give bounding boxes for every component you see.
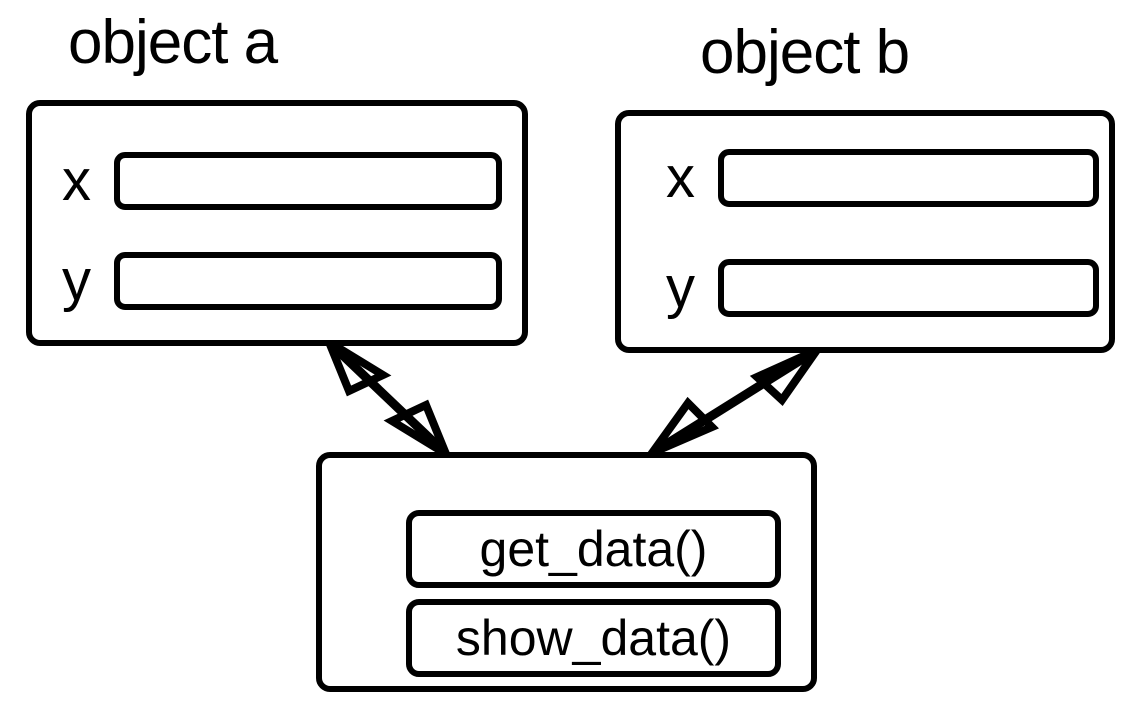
connector-object-a-to-methods	[320, 332, 455, 464]
object-a-field-y-label: y	[62, 248, 91, 313]
object-b-title: object b	[700, 18, 910, 87]
object-b-field-y-label: y	[666, 255, 695, 320]
methods-box[interactable]: get_data() show_data()	[316, 452, 817, 692]
object-b-field-y[interactable]: y	[666, 259, 1099, 317]
connector-object-b-to-methods	[640, 340, 829, 463]
method-show-data-button[interactable]: show_data()	[406, 599, 781, 677]
object-b-box[interactable]: x y	[615, 110, 1115, 353]
object-a-field-y[interactable]: y	[62, 252, 502, 310]
object-a-box[interactable]: x y	[26, 100, 528, 346]
object-a-title: object a	[68, 8, 278, 77]
object-b-field-x[interactable]: x	[666, 149, 1099, 207]
object-b-field-y-slot[interactable]	[718, 259, 1099, 317]
object-a-field-y-slot[interactable]	[114, 252, 502, 310]
object-b-field-x-slot[interactable]	[718, 149, 1099, 207]
object-a-field-x-slot[interactable]	[114, 152, 502, 210]
method-get-data-label: get_data()	[479, 521, 708, 577]
object-a-field-x[interactable]: x	[62, 152, 502, 210]
object-b-field-x-label: x	[666, 145, 695, 210]
object-a-field-x-label: x	[62, 148, 91, 213]
method-get-data-button[interactable]: get_data()	[406, 510, 781, 588]
method-show-data-label: show_data()	[455, 610, 732, 666]
